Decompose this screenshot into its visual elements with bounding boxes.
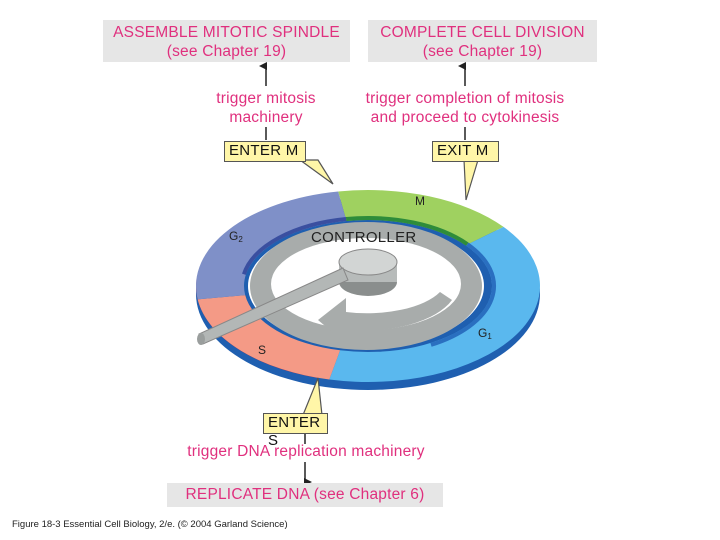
enter-m-label: ENTER M xyxy=(224,141,306,162)
complete-cell-division-box: COMPLETE CELL DIVISION (see Chapter 19) xyxy=(368,20,597,62)
trigger-completion-line1: trigger completion of mitosis xyxy=(365,90,565,107)
assemble-spindle-title: ASSEMBLE MITOTIC SPINDLE xyxy=(113,24,340,41)
trigger-mitosis-line1: trigger mitosis xyxy=(216,90,316,107)
exit-m-pointer xyxy=(463,159,479,201)
phase-segment-g2 xyxy=(195,191,347,300)
complete-division-title: COMPLETE CELL DIVISION xyxy=(380,24,585,41)
trigger-completion-text: trigger completion of mitosis and procee… xyxy=(343,89,587,127)
ring-inner-band xyxy=(345,216,469,246)
trigger-mitosis-text: trigger mitosis machinery xyxy=(186,89,346,127)
enter-s-label: ENTER S xyxy=(263,413,328,449)
enter-m-pointer xyxy=(298,159,334,185)
ring-inner-band xyxy=(242,217,347,275)
trigger-completion-line2: and proceed to cytokinesis xyxy=(370,109,560,126)
complete-division-subtitle: (see Chapter 19) xyxy=(422,43,543,60)
exit-m-label: EXIT M xyxy=(432,141,499,162)
assemble-mitotic-spindle-box: ASSEMBLE MITOTIC SPINDLE (see Chapter 19… xyxy=(103,20,350,62)
assemble-spindle-subtitle: (see Chapter 19) xyxy=(166,43,287,60)
phase-segment-m xyxy=(338,190,504,246)
phase-label-m: M xyxy=(415,194,425,208)
figure-caption: Figure 18-3 Essential Cell Biology, 2/e.… xyxy=(12,519,288,530)
phase-segment-s xyxy=(197,295,341,380)
phase-label-s: S xyxy=(258,343,266,357)
trigger-dna-replication-text: trigger DNA replication machinery xyxy=(187,443,425,460)
replicate-dna-box: REPLICATE DNA (see Chapter 6) xyxy=(167,483,443,507)
ring-inner-band xyxy=(430,242,496,347)
controller-label: CONTROLLER xyxy=(311,229,417,246)
trigger-mitosis-line2: machinery xyxy=(229,109,303,126)
